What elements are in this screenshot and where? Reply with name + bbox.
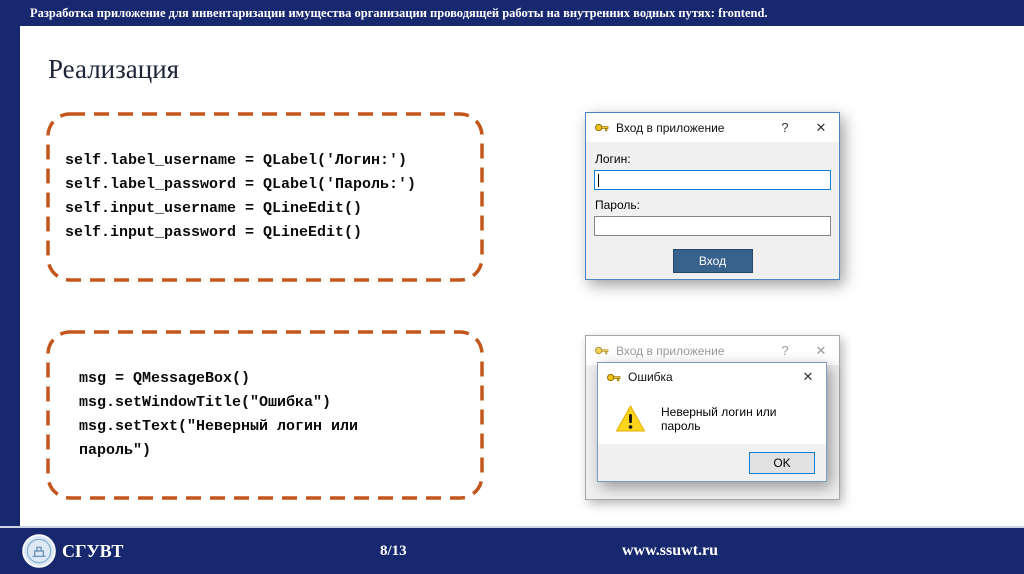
username-input[interactable] bbox=[594, 170, 831, 190]
code-block-login-widgets: self.label_username = QLabel('Логин:') s… bbox=[46, 112, 484, 282]
login-dialog-inactive-titlebar[interactable]: Вход в приложение ? ✕ bbox=[586, 336, 839, 365]
login-dialog-body: Логин: Пароль: Вход bbox=[586, 142, 839, 279]
login-button[interactable]: Вход bbox=[672, 249, 753, 273]
close-button[interactable]: ✕ bbox=[815, 119, 827, 135]
app-key-icon bbox=[594, 343, 609, 358]
login-button-row: Вход bbox=[594, 249, 831, 273]
error-dialog-title: Ошибка bbox=[628, 370, 673, 384]
login-dialog-window: Вход в приложение ? ✕ Логин: Пароль: Вхо… bbox=[585, 112, 840, 280]
website-url: www.ssuwt.ru bbox=[622, 542, 719, 559]
presentation-title: Разработка приложение для инвентаризации… bbox=[30, 5, 768, 20]
login-dialog-titlebar[interactable]: Вход в приложение ? ✕ bbox=[586, 113, 839, 142]
left-accent-bar bbox=[0, 26, 20, 528]
username-label: Логин: bbox=[595, 152, 631, 166]
close-button[interactable]: ✕ bbox=[802, 369, 814, 384]
dashed-border bbox=[46, 112, 484, 282]
login-dialog-title: Вход в приложение bbox=[616, 120, 725, 135]
code-text: self.label_username = QLabel('Логин:') s… bbox=[46, 149, 458, 245]
slide-title: Реализация bbox=[48, 54, 180, 84]
university-logo bbox=[22, 534, 56, 568]
text-caret bbox=[598, 174, 599, 187]
code-block-messagebox: msg = QMessageBox() msg.setWindowTitle("… bbox=[46, 330, 484, 500]
error-dialog-titlebar[interactable]: Ошибка ✕ bbox=[598, 363, 826, 391]
dashed-border bbox=[46, 330, 484, 500]
password-input[interactable] bbox=[594, 216, 831, 236]
presentation-footer: СГУВТ 8/13 www.ssuwt.ru bbox=[0, 528, 1024, 574]
code-line: msg = QMessageBox() bbox=[79, 370, 251, 387]
code-line: self.label_password = QLabel('Пароль:') bbox=[65, 176, 417, 193]
ok-button[interactable]: OK bbox=[749, 451, 815, 474]
organization-name: СГУВТ bbox=[62, 540, 124, 561]
code-line: msg.setText("Неверный логин или пароль") bbox=[79, 418, 368, 459]
page-number: 8/13 bbox=[380, 542, 407, 559]
error-message: Неверный логин или пароль bbox=[661, 404, 777, 433]
password-label: Пароль: bbox=[595, 198, 640, 212]
code-text: msg = QMessageBox() msg.setWindowTitle("… bbox=[46, 367, 424, 463]
error-dialog-body: Неверный логин или пароль bbox=[598, 391, 826, 444]
code-line: self.input_username = QLineEdit() bbox=[65, 200, 363, 217]
code-line: msg.setWindowTitle("Ошибка") bbox=[79, 394, 332, 411]
app-key-icon bbox=[606, 370, 621, 385]
login-dialog-inactive-title: Вход в приложение bbox=[616, 343, 725, 358]
footer-divider bbox=[0, 526, 1024, 528]
help-button[interactable]: ? bbox=[781, 120, 789, 135]
help-button[interactable]: ? bbox=[781, 343, 789, 358]
error-dialog-buttonbar: OK bbox=[598, 444, 826, 481]
code-line: self.label_username = QLabel('Логин:') bbox=[65, 152, 408, 169]
error-dialog-window: Ошибка ✕ Неверный логин или пароль OK bbox=[597, 362, 827, 482]
close-button[interactable]: ✕ bbox=[815, 342, 827, 358]
code-line: self.input_password = QLineEdit() bbox=[65, 224, 363, 241]
presentation-header: Разработка приложение для инвентаризации… bbox=[0, 0, 1024, 26]
app-key-icon bbox=[594, 120, 609, 135]
warning-triangle-icon bbox=[614, 404, 647, 434]
